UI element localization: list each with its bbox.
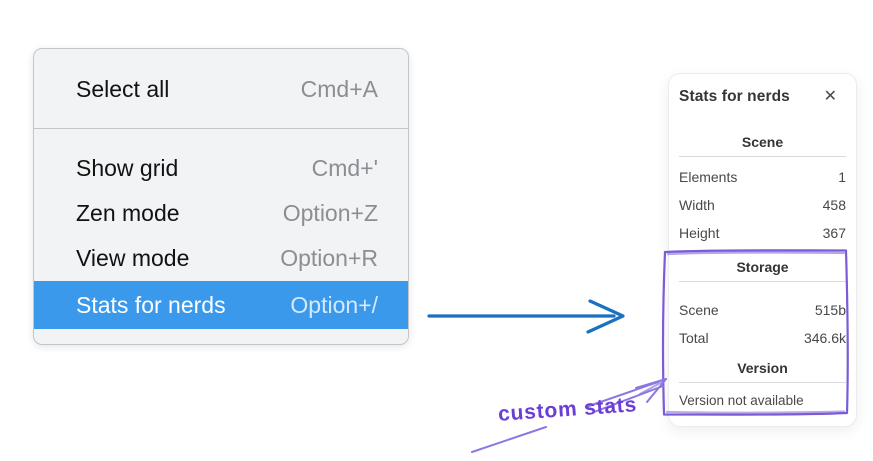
section-header: Version: [737, 360, 788, 376]
menu-item-stats-for-nerds[interactable]: Stats for nerds Option+/: [34, 281, 408, 329]
menu-item-select-all[interactable]: Select all Cmd+A: [34, 67, 408, 112]
section-header: Storage: [736, 259, 789, 275]
menu-item-shortcut: Option+/: [290, 291, 378, 318]
stat-row-elements: Elements 1: [679, 163, 846, 191]
menu-section-top: Select all Cmd+A: [34, 49, 408, 128]
menu-item-shortcut: Option+R: [280, 245, 378, 271]
stats-panel: Stats for nerds ✕ Scene Elements 1 Width…: [668, 73, 857, 427]
close-icon[interactable]: ✕: [823, 88, 837, 105]
stat-value: 367: [822, 225, 846, 241]
section-storage: Storage Scene 515b Total 346.6k: [679, 257, 846, 352]
menu-item-label: Select all: [76, 76, 170, 102]
divider: [679, 281, 846, 282]
annotation-label: custom stats: [497, 393, 638, 426]
menu-item-show-grid[interactable]: Show grid Cmd+': [34, 146, 408, 191]
stats-panel-header: Stats for nerds ✕: [679, 86, 846, 108]
menu-item-shortcut: Cmd+A: [300, 76, 378, 102]
context-menu: Select all Cmd+A Show grid Cmd+' Zen mod…: [33, 48, 409, 345]
pointer-arrow: [427, 299, 625, 334]
menu-item-label: View mode: [76, 245, 190, 271]
menu-item-zen-mode[interactable]: Zen mode Option+Z: [34, 191, 408, 236]
stat-label: Scene: [679, 302, 719, 318]
stat-row-height: Height 367: [679, 219, 846, 247]
stat-value: 346.6k: [803, 330, 846, 346]
menu-item-shortcut: Cmd+': [311, 155, 378, 181]
divider: [679, 156, 846, 157]
stat-label: Height: [679, 225, 720, 241]
stats-panel-title: Stats for nerds: [679, 88, 790, 105]
stat-value: 515b: [814, 302, 846, 318]
menu-item-label: Zen mode: [76, 200, 180, 226]
section-header: Scene: [741, 134, 784, 150]
section-version: Version Version not available: [679, 358, 846, 413]
stat-label: Width: [679, 197, 715, 213]
stat-row-scene-storage: Scene 515b: [679, 296, 846, 324]
version-note: Version not available: [679, 393, 804, 408]
menu-item-shortcut: Option+Z: [282, 200, 378, 226]
menu-item-label: Stats for nerds: [76, 291, 226, 318]
stat-label: Elements: [679, 169, 738, 185]
menu-item-view-mode[interactable]: View mode Option+R: [34, 236, 408, 281]
stat-row-width: Width 458: [679, 191, 846, 219]
divider: [679, 382, 846, 383]
stat-label: Total: [679, 330, 709, 346]
menu-section-bottom: Show grid Cmd+' Zen mode Option+Z View m…: [34, 129, 408, 344]
stat-value: 458: [822, 197, 846, 213]
section-scene: Scene Elements 1 Width 458 Height 367: [679, 132, 846, 247]
stat-value: 1: [838, 169, 846, 185]
menu-item-label: Show grid: [76, 155, 179, 181]
menu-separator: [34, 128, 408, 129]
stat-row-total-storage: Total 346.6k: [679, 324, 846, 352]
